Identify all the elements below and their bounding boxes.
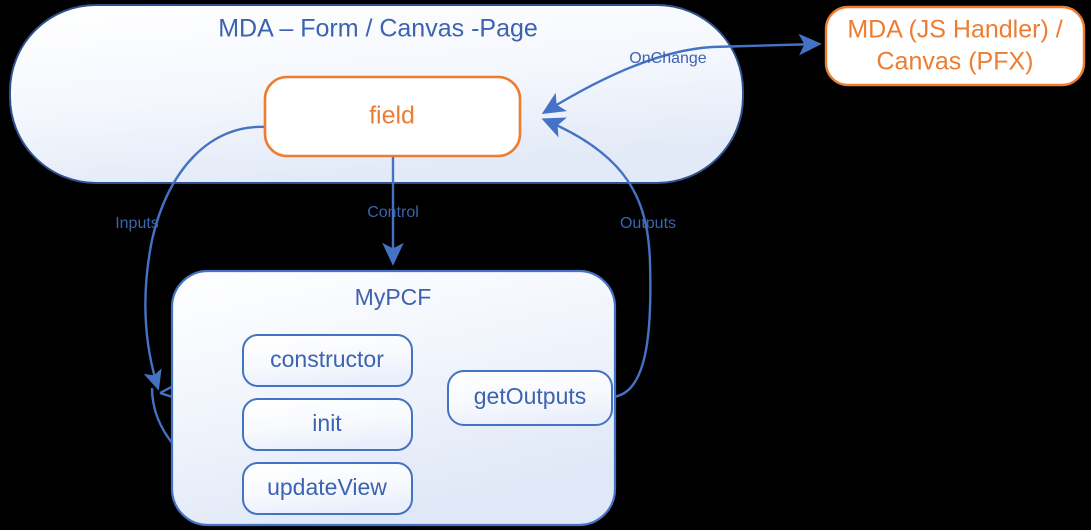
method-init-shape[interactable]: [242, 398, 413, 451]
handler-node-line2: Canvas (PFX): [877, 48, 1034, 76]
handler-node[interactable]: MDA (JS Handler) / Canvas (PFX): [824, 5, 1086, 87]
handler-node-shape[interactable]: [824, 5, 1086, 87]
field-node-shape[interactable]: [263, 75, 522, 158]
field-node[interactable]: field: [263, 75, 522, 158]
edge-outputs: Outputs: [541, 117, 676, 399]
edge-inputs-label: Inputs: [115, 215, 159, 232]
edge-control-label: Control: [367, 204, 419, 221]
edge-onchange-label: OnChange: [629, 50, 706, 67]
method-init-label: init: [312, 410, 342, 436]
control-container-title: MyPCF: [355, 284, 432, 310]
method-init[interactable]: init: [242, 398, 413, 451]
field-node-label: field: [369, 102, 415, 130]
edge-outputs-path: [541, 117, 652, 399]
method-constructor-label: constructor: [270, 346, 384, 372]
method-getoutputs-shape[interactable]: [447, 370, 613, 426]
method-constructor[interactable]: constructor: [242, 334, 413, 387]
method-getoutputs-label: getOutputs: [474, 383, 587, 409]
edge-onchange: OnChange: [541, 33, 822, 115]
edge-control: Control: [367, 157, 419, 266]
edge-onchange-path-out: [711, 33, 822, 56]
edge-inputs-path: [143, 125, 267, 391]
method-constructor-shape[interactable]: [242, 334, 413, 387]
method-updateview-label: updateView: [267, 474, 387, 500]
handler-node-line1: MDA (JS Handler) /: [847, 16, 1062, 44]
host-container-title: MDA – Form / Canvas -Page: [218, 15, 538, 43]
method-updateview-shape[interactable]: [242, 462, 413, 515]
method-getoutputs[interactable]: getOutputs: [447, 370, 613, 426]
edge-outputs-label: Outputs: [620, 215, 676, 232]
edge-onchange-path-in: [541, 45, 713, 115]
method-updateview[interactable]: updateView: [242, 462, 413, 515]
